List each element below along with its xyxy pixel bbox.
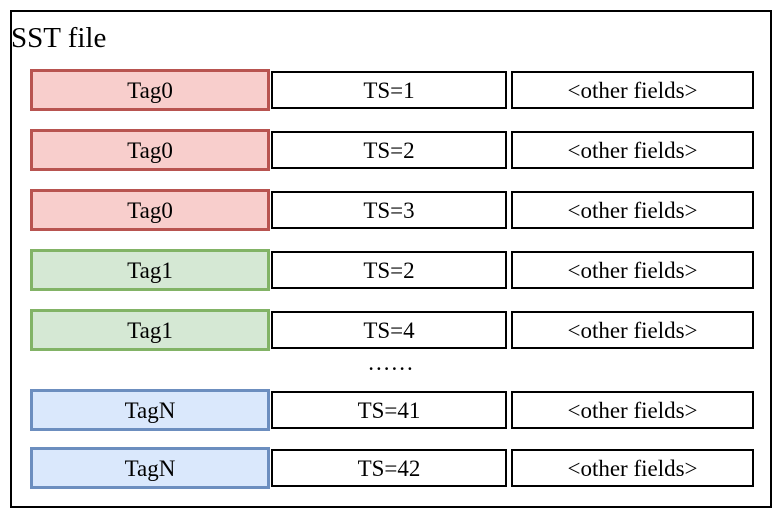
sst-file-title: SST file: [11, 22, 107, 54]
other-fields-cell: <other fields>: [511, 251, 754, 289]
other-fields-cell: <other fields>: [511, 391, 754, 429]
timestamp-cell: TS=4: [271, 311, 507, 349]
timestamp-cell: TS=42: [271, 449, 507, 487]
timestamp-cell: TS=3: [271, 191, 507, 229]
tag-cell: TagN: [30, 447, 270, 489]
tag-cell: Tag0: [30, 189, 270, 231]
timestamp-cell: TS=2: [271, 131, 507, 169]
tag-cell: Tag0: [30, 129, 270, 171]
other-fields-cell: <other fields>: [511, 449, 754, 487]
tag-cell: Tag0: [30, 69, 270, 111]
timestamp-cell: TS=41: [271, 391, 507, 429]
tag-cell: TagN: [30, 389, 270, 431]
tag-cell: Tag1: [30, 249, 270, 291]
other-fields-cell: <other fields>: [511, 131, 754, 169]
other-fields-cell: <other fields>: [511, 191, 754, 229]
other-fields-cell: <other fields>: [511, 71, 754, 109]
ellipsis-text: ......: [368, 350, 415, 375]
timestamp-cell: TS=2: [271, 251, 507, 289]
timestamp-cell: TS=1: [271, 71, 507, 109]
tag-cell: Tag1: [30, 309, 270, 351]
other-fields-cell: <other fields>: [511, 311, 754, 349]
